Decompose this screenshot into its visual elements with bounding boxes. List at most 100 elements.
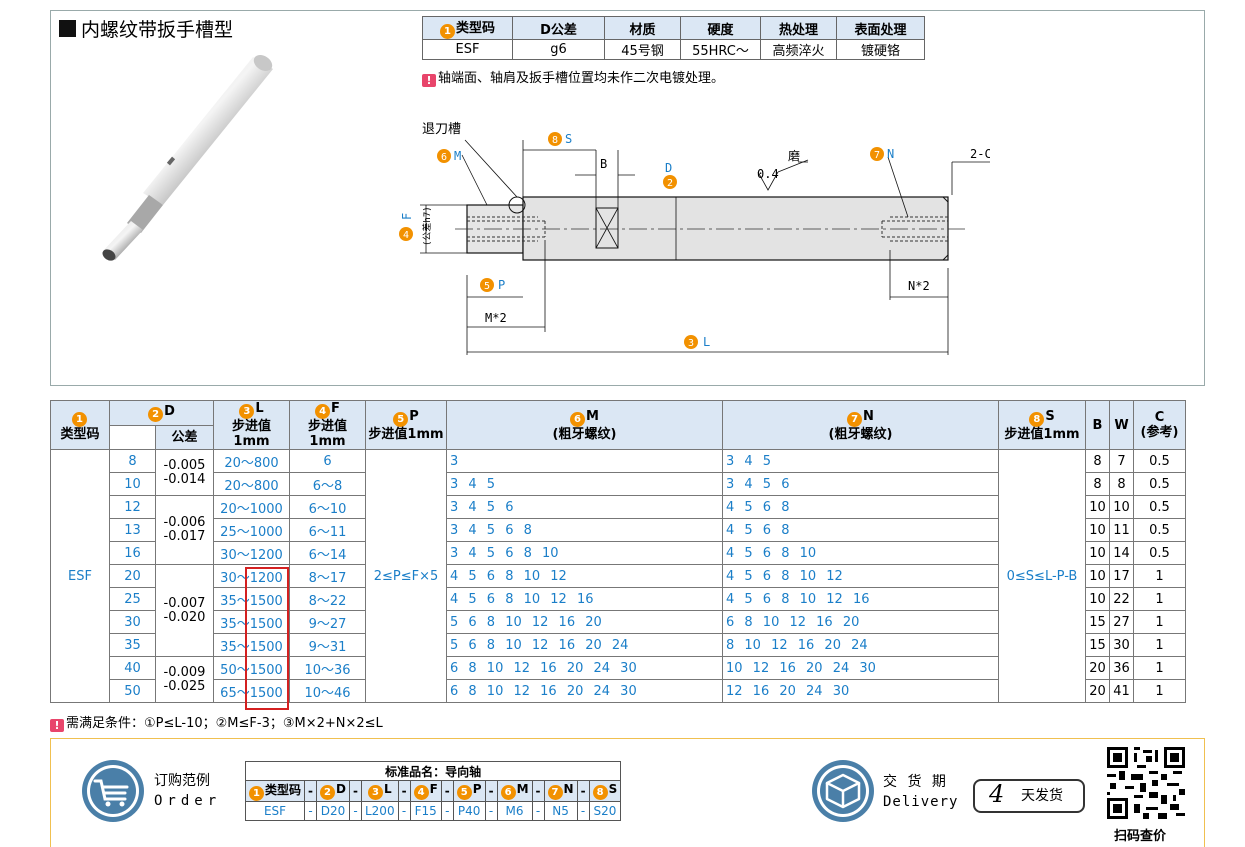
b-cell: 20	[1085, 656, 1110, 680]
spec-value: 55HRC～	[680, 39, 761, 60]
n-label: N	[887, 147, 894, 161]
b-cell: 10	[1085, 541, 1110, 565]
separator: -	[576, 801, 590, 821]
header-c: C(参考)	[1133, 400, 1186, 450]
m-cell: 4 5 6 8 10 12 16	[446, 587, 723, 611]
b-cell: 8	[1085, 449, 1110, 473]
f-cell: 6～11	[289, 518, 366, 542]
separator: -	[576, 780, 590, 802]
n-cell: 3 4 5 6	[722, 472, 999, 496]
header-tolerance: 公差	[155, 424, 214, 450]
d-cell: 40	[109, 656, 156, 680]
l-cell: 50～1500	[213, 656, 290, 680]
b-label: B	[600, 157, 607, 171]
tolerance-cell: -0.006 -0.017	[155, 495, 214, 565]
qr-code[interactable]	[1107, 747, 1185, 819]
p-label: P	[498, 278, 505, 292]
m-cell: 6 8 10 12 16 20 24 30	[446, 656, 723, 680]
title-square-icon	[59, 20, 76, 37]
delivery-days: 4	[989, 780, 1005, 808]
w-cell: 7	[1109, 449, 1134, 473]
f-cell: 9～31	[289, 633, 366, 657]
product-panel: 内螺纹带扳手槽型	[50, 10, 1205, 386]
order-field-value: N5	[543, 801, 578, 821]
c-cell: 1	[1133, 564, 1186, 588]
m-cell: 4 5 6 8 10 12	[446, 564, 723, 588]
c-cell: 0.5	[1133, 518, 1186, 542]
d-label: D	[665, 161, 672, 175]
number-badge: 6	[500, 785, 516, 800]
f-cell: 10～46	[289, 679, 366, 703]
spec-value: 高频淬火	[760, 39, 837, 60]
n-cell: 10 12 16 20 24 30	[722, 656, 999, 680]
f-label: F	[400, 213, 414, 220]
c-cell: 0.5	[1133, 449, 1186, 473]
separator: -	[531, 780, 545, 802]
n-cell: 3 4 5	[722, 449, 999, 473]
technical-drawing: 退刀槽 8 S 6 M B 2 D 0.4 磨 7 N 2-C 4 F (公差h…	[399, 122, 990, 355]
delivery-label: 交 货 期 Delivery	[883, 774, 959, 810]
qr-label: 扫码查价	[1114, 829, 1167, 844]
b-cell: 10	[1085, 587, 1110, 611]
n-cell: 4 5 6 8 10 12 16	[722, 587, 999, 611]
spec-header: 热处理	[760, 16, 837, 40]
order-field-value: M6	[496, 801, 533, 821]
svg-text:7: 7	[874, 150, 880, 161]
relief-groove-label: 退刀槽	[422, 122, 461, 137]
d-cell: 16	[109, 541, 156, 565]
order-field-value: ESF	[244, 801, 306, 821]
n-cell: 4 5 6 8 10 12	[722, 564, 999, 588]
separator: -	[348, 780, 362, 802]
c-cell: 1	[1133, 587, 1186, 611]
n-cell: 6 8 10 12 16 20	[722, 610, 999, 634]
c-cell: 1	[1133, 633, 1186, 657]
d-cell: 8	[109, 449, 156, 473]
w-cell: 14	[1109, 541, 1134, 565]
m-cell: 5 6 8 10 12 16 20	[446, 610, 723, 634]
spec-header: 表面处理	[836, 16, 925, 40]
m-cell: 3 4 5 6 8	[446, 518, 723, 542]
n-cell: 4 5 6 8	[722, 518, 999, 542]
order-field-value: D20	[316, 801, 350, 821]
d-cell: 35	[109, 633, 156, 657]
order-field-value: P40	[452, 801, 486, 821]
l-cell: 20～1000	[213, 495, 290, 519]
l-cell: 35～1500	[213, 587, 290, 611]
m-cell: 6 8 10 12 16 20 24 30	[446, 679, 723, 703]
svg-text:6: 6	[441, 152, 447, 163]
w-cell: 30	[1109, 633, 1134, 657]
spec-value: 镀硬铬	[836, 39, 925, 60]
spec-header: D公差	[512, 16, 605, 40]
w-cell: 41	[1109, 679, 1134, 703]
w-cell: 27	[1109, 610, 1134, 634]
svg-text:3: 3	[688, 338, 694, 349]
d-cell: 10	[109, 472, 156, 496]
number-badge: 3	[367, 785, 383, 800]
f-tolerance: (公差h7)	[421, 206, 433, 246]
c-cell: 1	[1133, 610, 1186, 634]
spec-value: g6	[512, 39, 605, 60]
spec-value: 45号钢	[604, 39, 681, 60]
c-cell: 0.5	[1133, 472, 1186, 496]
n-cell: 4 5 6 8	[722, 495, 999, 519]
type-code-cell: ESF	[50, 449, 110, 703]
svg-text:5: 5	[484, 281, 490, 292]
number-badge: 2	[320, 785, 336, 800]
chamfer-label: 2-C	[970, 147, 990, 161]
c-cell: 0.5	[1133, 541, 1186, 565]
order-table-title: 标准品名：导向轴	[244, 761, 622, 781]
f-cell: 6～14	[289, 541, 366, 565]
header-w: W	[1109, 400, 1134, 450]
warning-icon: !	[50, 719, 64, 732]
